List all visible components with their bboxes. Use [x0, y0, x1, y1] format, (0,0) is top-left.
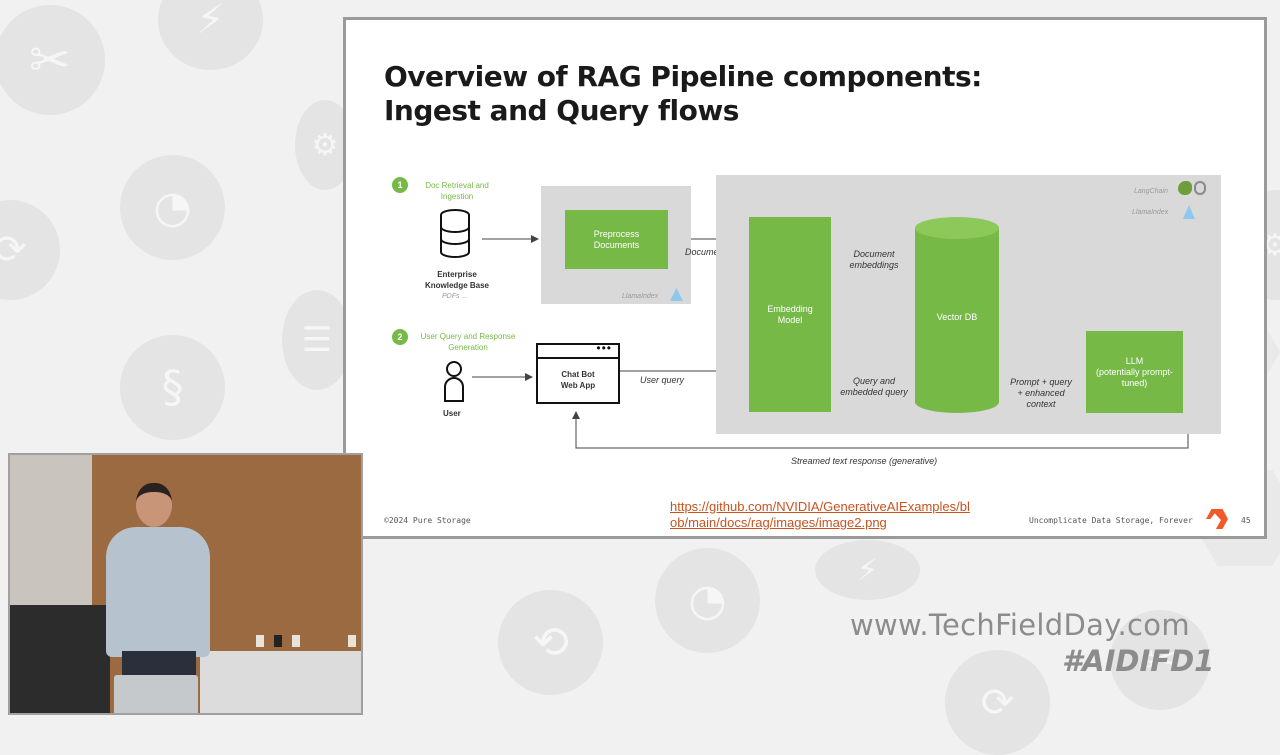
user-query-label: User query [640, 375, 685, 385]
speaker-head [136, 483, 172, 527]
network-icon: ⟲ [498, 590, 603, 695]
llm-box: LLM(potentially prompt-tuned) [1086, 331, 1183, 413]
kb-sub-label: PDFs ... [442, 293, 468, 300]
page-number: 45 [1241, 516, 1251, 525]
step-1-label: Doc Retrieval and Ingestion [425, 181, 489, 201]
presentation-slide: Overview of RAG Pipeline components: Ing… [343, 17, 1267, 539]
chatbot-window: ••• Chat Bot Web App [536, 341, 620, 404]
query-embedded-label: Query and embedded query [840, 376, 908, 397]
laptop-icon [114, 675, 198, 713]
techfieldday-url: www.TechFieldDay.com [850, 608, 1190, 642]
step-1-badge: 1 [392, 177, 408, 193]
wall-outlet [274, 635, 282, 647]
vector-db-label: Vector DB [936, 312, 978, 322]
wifi-icon: ◔ [120, 155, 225, 260]
langchain-tag: LangChain [1134, 188, 1168, 195]
slide-title: Overview of RAG Pipeline components: Ing… [384, 60, 1084, 128]
key-icon: ✂ [1110, 610, 1210, 710]
wall-outlet [292, 635, 300, 647]
user-icon [444, 361, 464, 402]
step-2-badge: 2 [392, 329, 408, 345]
vector-db-cylinder [915, 217, 999, 413]
speaker-webcam-feed [8, 453, 363, 715]
usb-icon: ⚡ [158, 0, 263, 70]
copyright: ©2024 Pure Storage [384, 516, 471, 525]
speaker-body [106, 527, 210, 657]
llamaindex-tag-2: LlamaIndex [1132, 209, 1169, 216]
network-icon: ⟳ [945, 650, 1050, 755]
desk [200, 651, 361, 713]
wall-dark-panel [10, 605, 110, 713]
slide-title-line1: Overview of RAG Pipeline components: [384, 60, 982, 93]
chain-link-icon [1194, 181, 1206, 195]
server-icon: ☰ [282, 290, 352, 390]
tagline: Uncomplicate Data Storage, Forever [1029, 516, 1193, 525]
swirl-icon: § [120, 335, 225, 440]
doc-embeddings-label: Document embeddings [849, 249, 899, 270]
user-label: User [443, 409, 461, 418]
network-icon: ⟳ [0, 200, 60, 300]
knowledge-base-label: Enterprise Knowledge Base [424, 270, 489, 290]
wifi-icon: ◔ [655, 548, 760, 653]
streamed-response-label: Streamed text response (generative) [791, 456, 938, 466]
key-icon: ✂ [0, 5, 105, 115]
wall-outlet [256, 635, 264, 647]
parrot-icon [1178, 181, 1192, 195]
wall-outlet [348, 635, 356, 647]
database-icon [440, 209, 470, 258]
llamaindex-tag: LlamaIndex [622, 293, 659, 300]
window-dots-icon: ••• [596, 341, 612, 355]
github-link[interactable]: https://github.com/NVIDIA/GenerativeAIEx… [670, 499, 970, 530]
window-titlebar: ••• [538, 341, 618, 359]
usb-icon: ⚡ [815, 540, 920, 600]
step-2-label: User Query and Response Generation [420, 332, 516, 352]
prompt-context-label: Prompt + query + enhanced context [1010, 377, 1072, 409]
event-hashtag: #AIDIFD1 [1062, 644, 1215, 678]
chatbot-label: Chat Bot Web App [560, 370, 596, 390]
documents-label: Documents [685, 247, 731, 257]
slide-title-line2: Ingest and Query flows [384, 94, 739, 127]
